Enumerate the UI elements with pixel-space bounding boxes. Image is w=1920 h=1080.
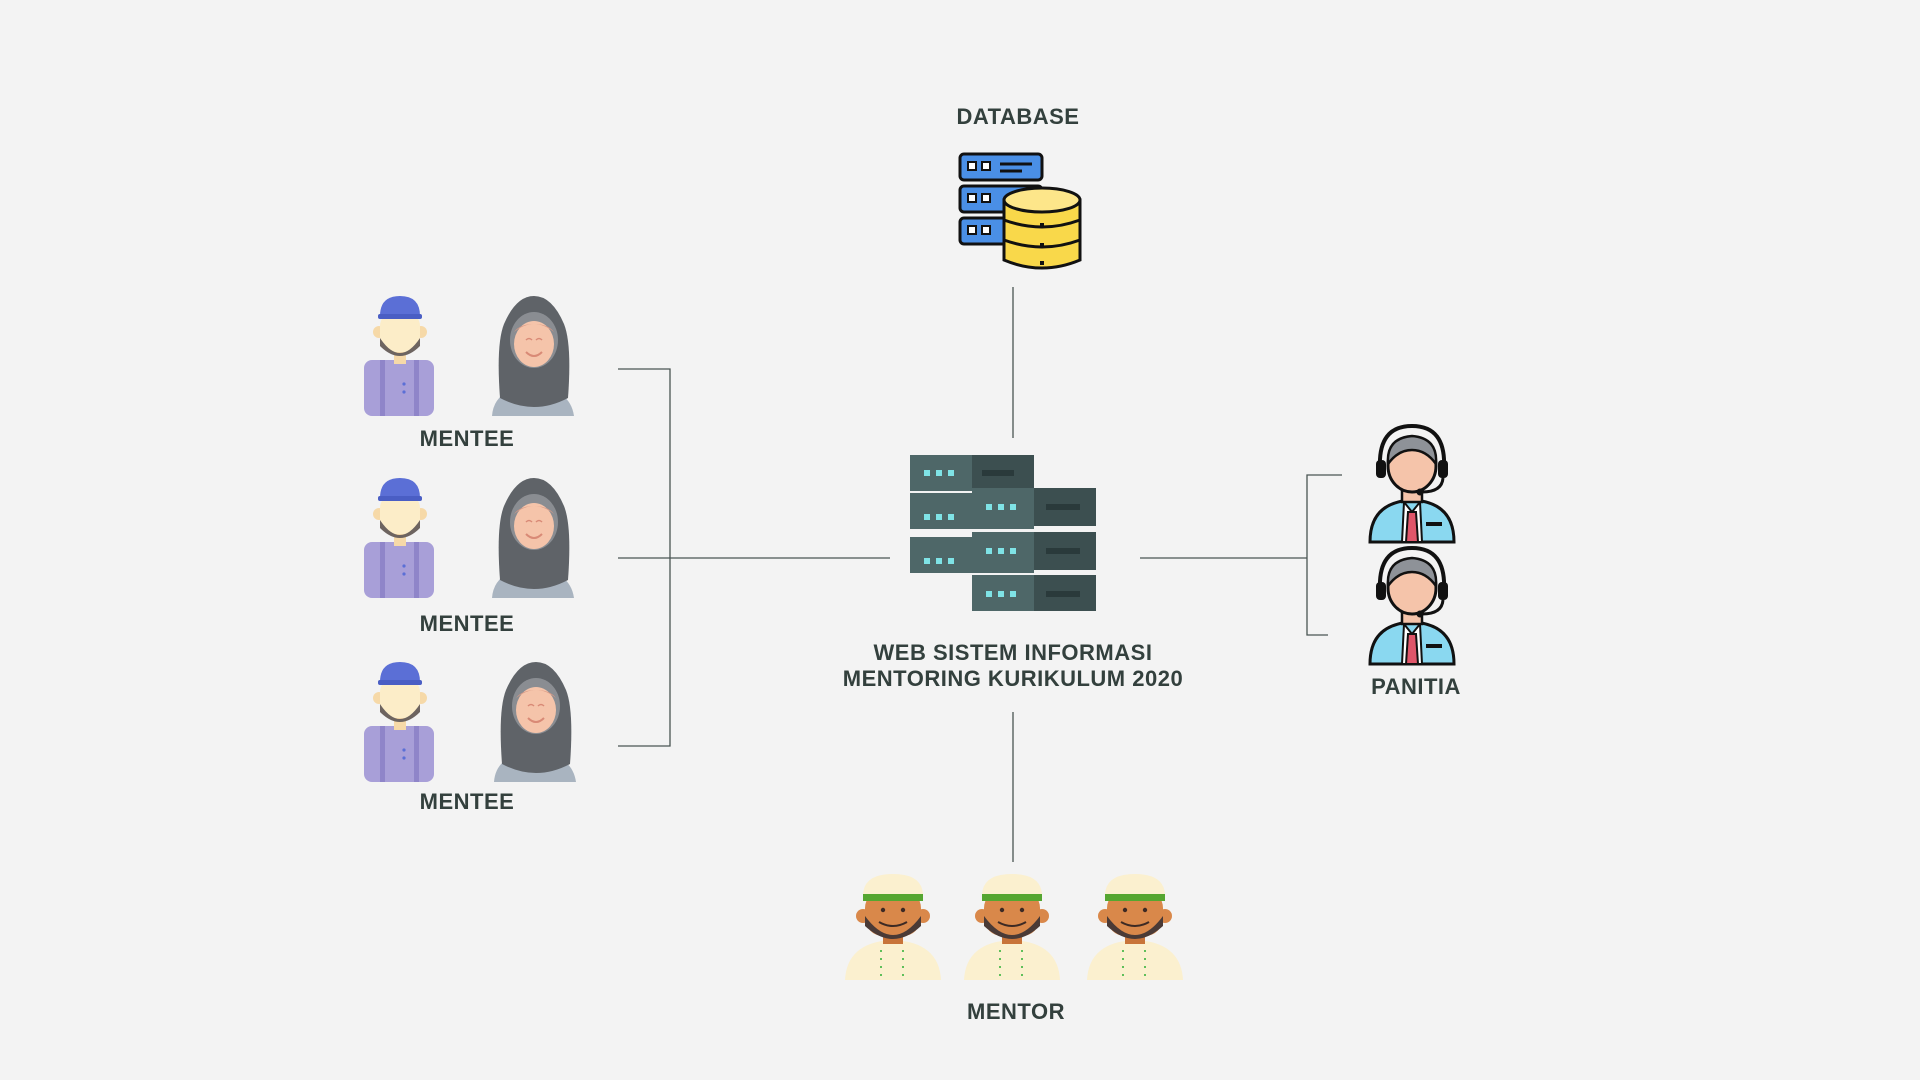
mentor-icon xyxy=(1086,873,1184,981)
mentee-group-1 xyxy=(364,295,575,417)
mentee-group-3 xyxy=(364,661,577,783)
female-mentee-icon xyxy=(491,477,575,599)
web-server-icon xyxy=(910,455,1096,611)
line-panitia-bracket xyxy=(1306,474,1342,636)
mentor-label: MENTOR xyxy=(967,999,1065,1024)
female-mentee-icon xyxy=(493,661,577,783)
mentee-group-2 xyxy=(364,477,575,599)
headset-operator-icon xyxy=(1368,546,1456,666)
female-mentee-icon xyxy=(491,295,575,417)
mentee-label-2: MENTEE xyxy=(419,611,515,636)
panitia-label: PANITIA xyxy=(1371,674,1461,699)
server-label-line1: WEB SISTEM INFORMASI xyxy=(873,640,1153,665)
database-server-icon xyxy=(958,152,1082,270)
mentee-label-3: MENTEE xyxy=(419,789,515,814)
male-mentee-icon xyxy=(364,296,434,416)
mentor-icon xyxy=(844,873,942,981)
server-label-line2: MENTORING KURIKULUM 2020 xyxy=(842,666,1184,691)
male-mentee-icon xyxy=(364,478,434,598)
mentor-icon xyxy=(963,873,1061,981)
male-mentee-icon xyxy=(364,662,434,782)
server-label: WEB SISTEM INFORMASI MENTORING KURIKULUM… xyxy=(788,640,1238,692)
connection-lines xyxy=(618,287,1342,862)
mentee-label-1: MENTEE xyxy=(419,426,515,451)
panitia-group xyxy=(1368,424,1456,666)
mentor-group xyxy=(844,873,1184,981)
headset-operator-icon xyxy=(1368,424,1456,544)
database-label: DATABASE xyxy=(956,104,1080,129)
